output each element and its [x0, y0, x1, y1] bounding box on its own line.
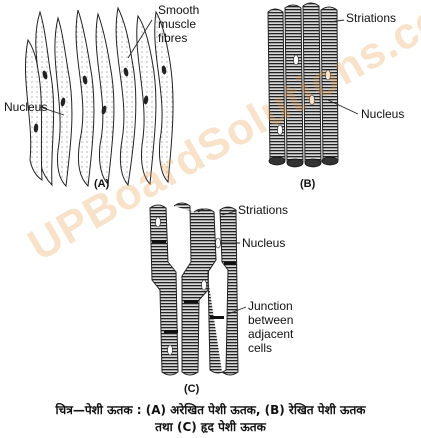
striated-nuclei: [277, 54, 331, 136]
label-junction-4: cells: [248, 341, 273, 355]
cardiac-branch: [149, 204, 179, 376]
label-junction-3: adjacent: [248, 327, 294, 341]
label-striations-b: Striations: [346, 11, 397, 25]
nucleus-mark: [123, 67, 129, 77]
smooth-nuclei: [33, 65, 167, 133]
nucleus-mark: [101, 105, 107, 115]
label-nucleus-b: Nucleus: [361, 107, 405, 121]
leader-nucleus-b: [327, 99, 359, 115]
label-nucleus-c: Nucleus: [242, 236, 286, 250]
nucleus-mark: [325, 69, 331, 81]
cardiac-muscle-diagram: [149, 202, 239, 376]
striated-muscle-diagram: [267, 2, 339, 166]
label-junction-1: Junction: [248, 299, 293, 313]
smooth-fibre: [154, 10, 174, 184]
leader-junction: [227, 306, 247, 315]
cardiac-nuclei: [155, 216, 221, 356]
caption-line-1: चित्र—पेशी ऊतक : (A) अरेखित पेशी ऊतक, (B…: [55, 403, 366, 417]
label-smooth-muscle-3: fibres: [158, 31, 188, 45]
label-smooth-muscle-2: muscle: [158, 17, 197, 31]
smooth-fibre: [75, 9, 95, 188]
smooth-fibre: [95, 12, 115, 186]
panel-label-b: (B): [300, 178, 316, 190]
smooth-fibre: [115, 6, 137, 187]
nucleus-mark: [215, 237, 221, 249]
intercalated-disc: [152, 240, 166, 243]
leader-striations-c: [221, 210, 237, 216]
panel-label-c: (C): [184, 383, 200, 395]
nucleus-mark: [167, 344, 173, 356]
intercalated-disc: [184, 300, 198, 303]
intercalated-disc: [164, 330, 178, 333]
leader-smooth-fibres: [127, 19, 153, 59]
nucleus-mark: [309, 94, 315, 106]
nucleus-mark: [82, 75, 88, 85]
label-striations-c: Striations: [238, 203, 289, 217]
nucleus-mark: [42, 70, 48, 80]
nucleus-mark: [60, 97, 66, 107]
label-junction-2: between: [248, 313, 294, 327]
nucleus-mark: [155, 216, 161, 228]
label-smooth-muscle-1: Smooth: [158, 3, 200, 17]
leader-striations-b: [329, 19, 345, 23]
cardiac-junctions: [152, 240, 236, 333]
caption-line-2: तथा (C) हृद पेशी ऊतक: [155, 420, 266, 434]
striated-ends: [268, 156, 339, 168]
nucleus-mark: [161, 65, 167, 75]
nucleus-mark: [293, 54, 299, 66]
smooth-fibre: [25, 38, 43, 181]
intercalated-disc: [224, 262, 236, 265]
nucleus-mark: [143, 95, 149, 105]
intercalated-disc: [210, 316, 224, 319]
leader-nucleus-a: [39, 106, 65, 116]
label-nucleus-a: Nucleus: [4, 100, 48, 114]
nucleus-mark: [277, 124, 283, 136]
panel-label-a: (A): [94, 178, 110, 190]
nucleus-mark: [33, 123, 39, 133]
nucleus-mark: [201, 279, 207, 291]
cardiac-branch: [197, 206, 239, 376]
